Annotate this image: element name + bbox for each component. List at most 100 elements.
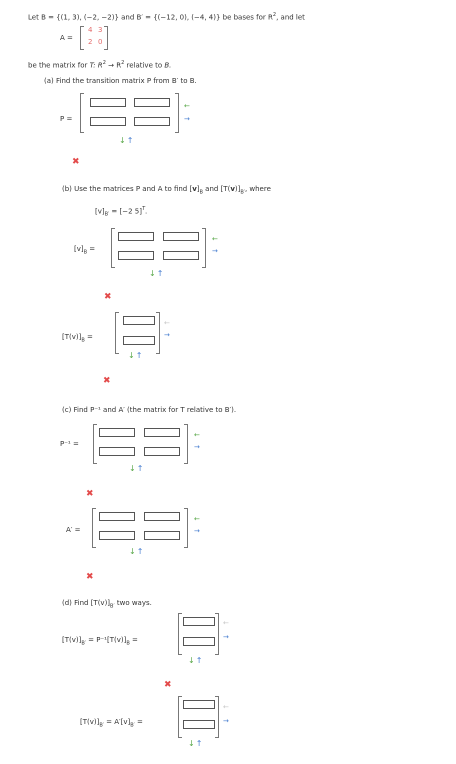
intro-lead: Let (28, 13, 42, 22)
TvB-cell-2[interactable] (123, 336, 155, 345)
r-squared-exp: 2 (272, 12, 277, 18)
vB-label-eq: = (87, 245, 96, 253)
eq1-sub2: B (126, 640, 130, 647)
eq2-cell-1[interactable] (183, 700, 215, 709)
TvB-label: [T(v)]B = (62, 333, 93, 343)
incorrect-mark-icon: ✖ (104, 292, 112, 302)
pinv-cell-22[interactable] (144, 447, 180, 456)
up-arrow-icon[interactable]: ↑ (126, 136, 135, 145)
problem-statement: Let B = {(1, 3), (−2, −2)} and B′ = {(−1… (28, 12, 305, 21)
eq2-cell-2[interactable] (183, 720, 215, 729)
right-arrow-icon[interactable]: → (194, 443, 200, 451)
eq2-a: [T(v)] (80, 718, 100, 726)
bases-definition: B = {(1, 3), (−2, −2)} and B′ = {(−12, 0… (41, 13, 273, 22)
right-arrow-icon[interactable]: → (194, 527, 200, 535)
part-d-heading: (d) Find [T(v)]B′ two ways. (62, 599, 152, 609)
part-b-h-b: v (192, 185, 197, 193)
row-arrows[interactable]: ↓↑ (129, 548, 144, 556)
pinv-cell-12[interactable] (144, 428, 180, 437)
row-arrows[interactable]: ↓↑ (188, 657, 203, 665)
part-b-h-f: v (230, 185, 235, 193)
part-b-h-c: ] (196, 185, 200, 193)
part-b-h-a: (b) Use the matrices P and A to find [ (62, 185, 193, 193)
vB-cell-11[interactable] (118, 232, 154, 241)
matrix-line-a: be the matrix for (28, 61, 90, 70)
incorrect-mark-icon: ✖ (164, 680, 172, 690)
vB-cell-22[interactable] (163, 251, 199, 260)
given-v-bprime: [v]B′ = [−2 5]T. (95, 206, 147, 218)
row-arrows[interactable]: ↓↑ (149, 270, 164, 278)
row-arrows[interactable]: ↓↑ (128, 352, 143, 360)
down-arrow-icon[interactable]: ↓ (129, 547, 137, 556)
part-b-h-i: , where (244, 185, 271, 193)
eq2-label: [T(v)]B′ = A′[v]B′ = (80, 718, 143, 728)
incorrect-mark-icon: ✖ (103, 376, 111, 386)
aprime-cell-12[interactable] (144, 512, 180, 521)
row-arrows[interactable]: ↓↑ (119, 137, 134, 145)
right-arrow-icon[interactable]: → (223, 717, 229, 725)
left-arrow-icon[interactable]: ← (223, 703, 229, 711)
eq1-a: [T(v)] (62, 636, 82, 644)
row-arrows[interactable]: ↓↑ (129, 465, 144, 473)
p-cell-22[interactable] (134, 117, 170, 126)
left-arrow-icon[interactable]: ← (184, 102, 190, 110)
matrix-line-sup2: 2 (121, 60, 125, 66)
given-v-transpose: T (141, 206, 146, 212)
vB-cell-12[interactable] (163, 232, 199, 241)
down-arrow-icon[interactable]: ↓ (119, 136, 127, 145)
p-cell-11[interactable] (90, 98, 126, 107)
aprime-cell-11[interactable] (99, 512, 135, 521)
matrix-for-T-line: be the matrix for T: R2 → R2 relative to… (28, 60, 171, 69)
TvB-cell-1[interactable] (123, 316, 155, 325)
pinv-label: P⁻¹ = (60, 440, 79, 448)
down-arrow-icon[interactable]: ↓ (129, 464, 137, 473)
pinv-cell-11[interactable] (99, 428, 135, 437)
up-arrow-icon[interactable]: ↑ (135, 351, 144, 360)
left-arrow-icon[interactable]: ← (164, 319, 170, 327)
p-cell-12[interactable] (134, 98, 170, 107)
left-arrow-icon[interactable]: ← (194, 515, 200, 523)
TvB-label-eq: = (84, 333, 93, 341)
up-arrow-icon[interactable]: ↑ (195, 739, 204, 748)
down-arrow-icon[interactable]: ↓ (128, 351, 136, 360)
eq1-c: = (129, 636, 138, 644)
up-arrow-icon[interactable]: ↑ (136, 464, 145, 473)
up-arrow-icon[interactable]: ↑ (195, 656, 204, 665)
part-b-h-e: and [T( (202, 185, 231, 193)
incorrect-mark-icon: ✖ (86, 572, 94, 582)
up-arrow-icon[interactable]: ↑ (156, 269, 165, 278)
down-arrow-icon[interactable]: ↓ (149, 269, 157, 278)
a-12: 3 (98, 26, 103, 34)
part-b-h-d: B (199, 189, 203, 196)
aprime-label: A′ = (66, 526, 81, 534)
left-arrow-icon[interactable]: ← (194, 431, 200, 439)
eq1-b: = P⁻¹[T(v)] (85, 636, 127, 644)
right-arrow-icon[interactable]: → (212, 247, 218, 255)
p-label: P = (60, 115, 73, 123)
vB-cell-21[interactable] (118, 251, 154, 260)
part-c-heading: (c) Find P⁻¹ and A′ (the matrix for T re… (62, 406, 237, 414)
down-arrow-icon[interactable]: ↓ (188, 656, 196, 665)
part-d-h-sub: B′ (110, 603, 115, 610)
pinv-cell-21[interactable] (99, 447, 135, 456)
right-arrow-icon[interactable]: → (164, 331, 170, 339)
right-arrow-icon[interactable]: → (223, 633, 229, 641)
down-arrow-icon[interactable]: ↓ (188, 739, 196, 748)
part-a-heading: (a) Find the transition matrix P from B′… (44, 77, 197, 85)
right-arrow-icon[interactable]: → (184, 115, 190, 123)
up-arrow-icon[interactable]: ↑ (136, 547, 145, 556)
vB-label-text: [v] (74, 245, 84, 253)
eq1-cell-1[interactable] (183, 617, 215, 626)
left-arrow-icon[interactable]: ← (212, 235, 218, 243)
aprime-cell-21[interactable] (99, 531, 135, 540)
matrix-line-d: B. (164, 61, 172, 70)
given-v-end: . (145, 207, 148, 216)
part-b-heading: (b) Use the matrices P and A to find [v]… (62, 185, 271, 195)
eq1-label: [T(v)]B′ = P⁻¹[T(v)]B = (62, 636, 138, 646)
eq1-cell-2[interactable] (183, 637, 215, 646)
p-cell-21[interactable] (90, 117, 126, 126)
left-arrow-icon[interactable]: ← (223, 619, 229, 627)
aprime-cell-22[interactable] (144, 531, 180, 540)
row-arrows[interactable]: ↓↑ (188, 740, 203, 748)
incorrect-mark-icon: ✖ (72, 157, 80, 167)
